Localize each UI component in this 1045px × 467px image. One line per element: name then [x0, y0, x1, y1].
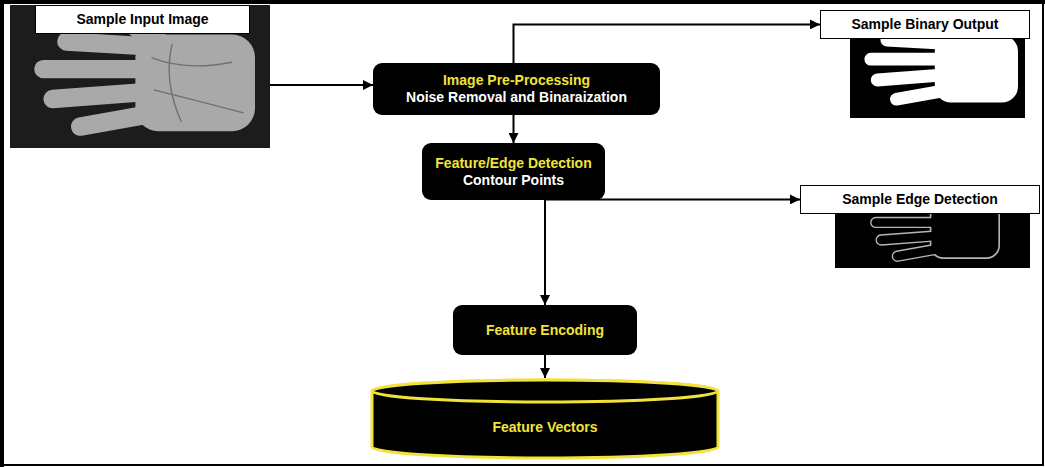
node-title: Feature Vectors — [492, 419, 597, 436]
node-title: Feature Encoding — [486, 322, 604, 339]
node-title: Feature/Edge Detection — [435, 155, 591, 172]
cylinder-body — [372, 380, 718, 458]
process-box: Feature Encoding — [453, 305, 637, 355]
frame-top — [0, 0, 1045, 4]
crease — [154, 90, 244, 113]
flow-arrow — [513, 115, 515, 143]
node-subtitle: Contour Points — [463, 172, 564, 189]
process-box: Feature/Edge DetectionContour Points — [422, 143, 605, 200]
frame-left — [0, 0, 4, 467]
caption-box: Sample Edge Detection — [800, 185, 1040, 296]
node-title: Sample Input Image — [35, 5, 250, 34]
node-title: Image Pre-Processing — [443, 72, 590, 89]
process-box: Image Pre-ProcessingNoise Removal and Bi… — [373, 63, 660, 115]
caption-box: Sample Input Image — [10, 5, 270, 178]
finger — [43, 42, 144, 127]
node-title: Sample Binary Output — [820, 10, 1030, 39]
crease — [169, 44, 181, 122]
input-hand-photo — [10, 5, 270, 148]
photo-ground — [10, 5, 270, 148]
flow-arrow — [544, 355, 546, 378]
database-cylinder: Feature Vectors — [370, 378, 720, 460]
flow-arrow — [270, 84, 373, 86]
node-subtitle: Noise Removal and Binaraization — [406, 89, 627, 106]
flow-arrow — [544, 200, 546, 305]
caption-box: Sample Binary Output — [820, 10, 1030, 148]
finger — [871, 40, 941, 99]
node-title: Sample Edge Detection — [800, 185, 1040, 214]
crease — [152, 58, 233, 66]
palm-creases — [152, 44, 244, 122]
cylinder-top — [372, 380, 718, 402]
